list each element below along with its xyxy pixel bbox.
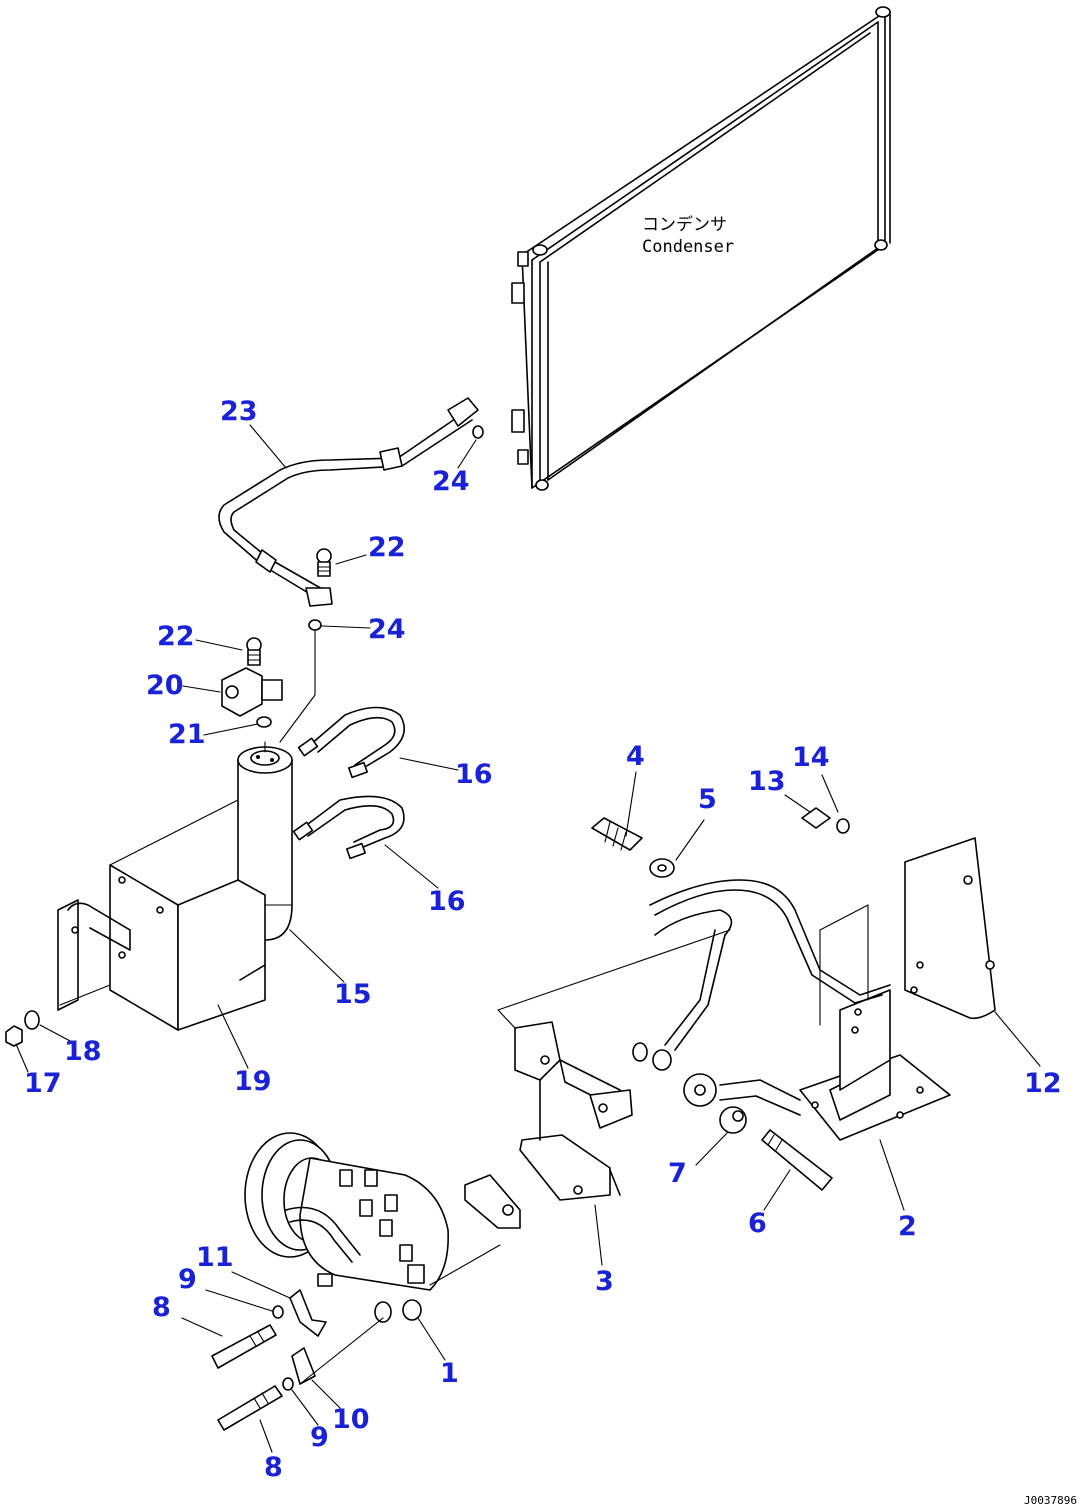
- callout-9: 9: [178, 1264, 197, 1295]
- part-7-collar: [719, 1106, 747, 1134]
- drawing-code: J0037896: [1024, 1494, 1077, 1507]
- callout-8: 8: [264, 1452, 283, 1483]
- part-17-nut: [5, 1025, 23, 1047]
- callout-1: 1: [440, 1358, 459, 1389]
- part-3-bracket: [464, 929, 731, 1229]
- part-11-plate: [289, 1289, 327, 1337]
- callout-3: 3: [595, 1266, 614, 1297]
- part-10-plate: [291, 1347, 316, 1385]
- part-8-bolt-upper: [211, 1324, 277, 1369]
- callout-4: 4: [626, 741, 645, 772]
- condenser-label-jp: コンデンサ: [642, 214, 727, 235]
- part-23-hose: [218, 397, 479, 607]
- part-9-washer-lower: [282, 1377, 294, 1391]
- leader-lines: [15, 424, 1041, 1453]
- callout-11: 11: [196, 1242, 234, 1273]
- part-19-bracket: [57, 799, 266, 1031]
- callout-21: 21: [168, 719, 206, 750]
- part-12-bracket: [904, 837, 996, 1020]
- callout-6: 6: [748, 1208, 767, 1239]
- part-16-hose-upper: [297, 706, 406, 779]
- condenser-label-en: Condenser: [642, 237, 734, 257]
- part-8-bolt-lower: [217, 1385, 283, 1431]
- callout-8: 8: [152, 1292, 171, 1323]
- condenser: [511, 6, 891, 491]
- callout-7: 7: [668, 1158, 687, 1189]
- part-1-compressor: [244, 1132, 501, 1323]
- callout-24: 24: [432, 466, 470, 497]
- callout-18: 18: [64, 1036, 102, 1067]
- callout-23: 23: [220, 396, 258, 427]
- part-21-oring: [256, 716, 272, 728]
- callout-19: 19: [234, 1066, 272, 1097]
- callout-13: 13: [748, 766, 786, 797]
- callout-24: 24: [368, 614, 406, 645]
- callout-15: 15: [334, 979, 372, 1010]
- callout-16: 16: [455, 759, 493, 790]
- part-16-hose-lower: [292, 795, 405, 860]
- callout-5: 5: [698, 784, 717, 815]
- callout-numbers: 23 24 22 24 22 20 21 16 16 15 19 18 17 4…: [24, 396, 1062, 1483]
- callout-12: 12: [1024, 1068, 1062, 1099]
- part-22-bolt-lower: [246, 637, 262, 666]
- part-20-block: [221, 667, 283, 717]
- part-13-bolt: [801, 807, 831, 829]
- part-5-washer: [649, 858, 675, 878]
- part-24-oring-lower: [279, 619, 322, 743]
- callout-17: 17: [24, 1068, 62, 1099]
- part-22-bolt-upper: [316, 548, 332, 577]
- callout-20: 20: [146, 670, 184, 701]
- callout-16: 16: [428, 886, 466, 917]
- callout-9: 9: [310, 1422, 329, 1453]
- part-2-bracket: [632, 879, 951, 1141]
- part-24-oring-upper: [472, 425, 484, 439]
- part-4-bolt: [591, 817, 643, 851]
- callout-14: 14: [792, 742, 830, 773]
- callout-22: 22: [368, 532, 406, 563]
- callout-2: 2: [898, 1211, 917, 1242]
- part-6-bolt: [761, 1129, 833, 1191]
- part-9-washer-upper: [272, 1305, 284, 1319]
- part-14-washer: [836, 818, 850, 834]
- part-18-washer: [24, 1010, 40, 1030]
- callout-10: 10: [332, 1404, 370, 1435]
- callout-22: 22: [157, 621, 195, 652]
